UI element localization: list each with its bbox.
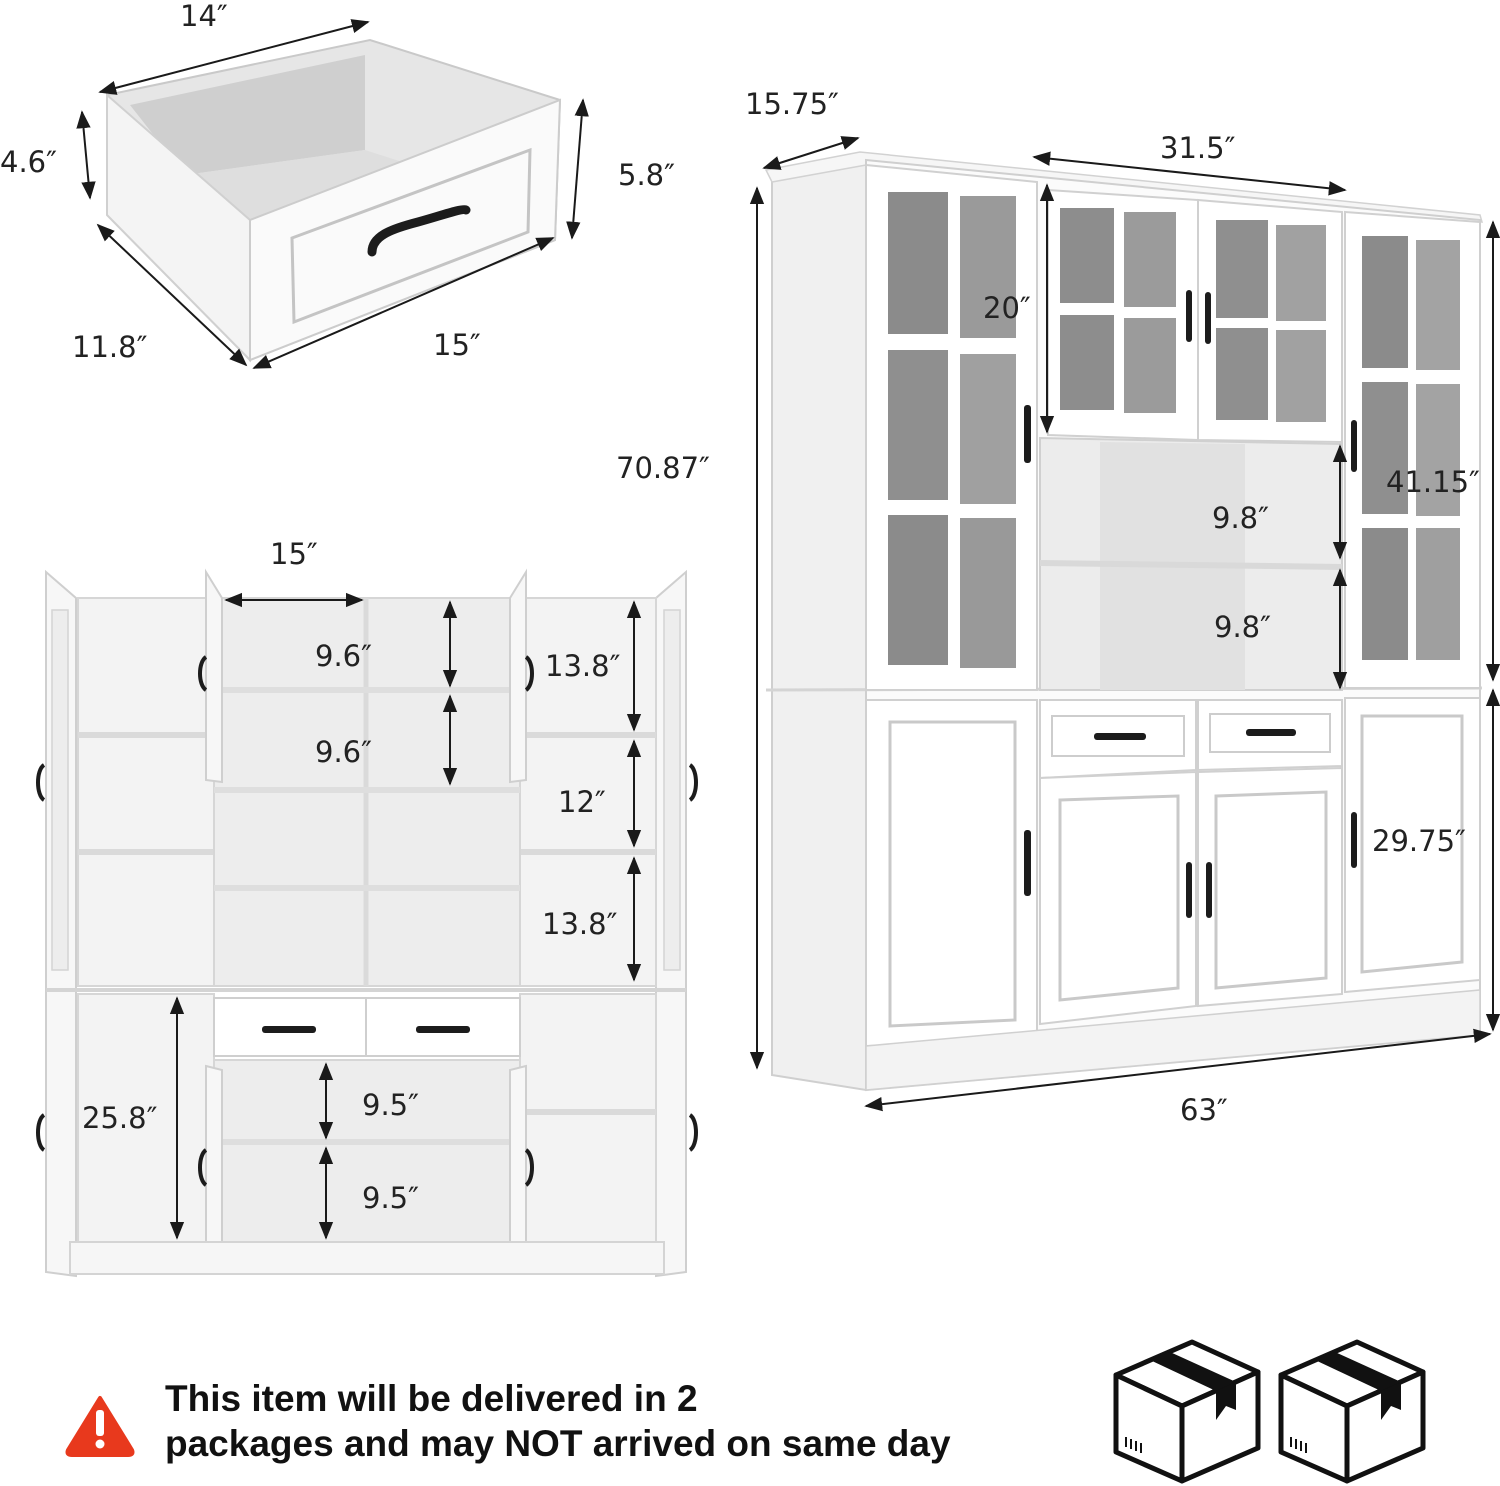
delivery-notice-line-1: This item will be delivered in 2 bbox=[165, 1378, 698, 1419]
lower-middle-2-label: 9.5″ bbox=[362, 1181, 419, 1215]
drawer-front-height-label: 5.8″ bbox=[618, 158, 675, 192]
middle-shelf-2-label: 9.6″ bbox=[315, 735, 372, 769]
cabinet-total-height-label: 70.87″ bbox=[616, 451, 710, 485]
package-box-icon bbox=[1278, 1339, 1426, 1484]
lower-section-height-label: 29.75″ bbox=[1372, 824, 1466, 858]
upper-section-height-label: 41.15″ bbox=[1386, 465, 1480, 499]
lower-side-height-label: 25.8″ bbox=[82, 1101, 158, 1135]
cabinet-front-illustration bbox=[749, 136, 1500, 1112]
open-middle-width-label: 15″ bbox=[270, 537, 318, 571]
upper-door-height-label: 20″ bbox=[983, 291, 1031, 325]
drawer-illustration bbox=[76, 19, 589, 369]
delivery-notice-line-2: packages and may NOT arrived on same day bbox=[165, 1423, 951, 1464]
cabinet-open-illustration bbox=[36, 568, 698, 1278]
delivery-notice: This item will be delivered in 2 package… bbox=[165, 1376, 1065, 1466]
open-shelf-lower-label: 9.8″ bbox=[1214, 610, 1271, 644]
open-shelf-upper-label: 9.8″ bbox=[1212, 501, 1269, 535]
drawer-side-depth-label: 11.8″ bbox=[72, 330, 148, 364]
lower-middle-1-label: 9.5″ bbox=[362, 1088, 419, 1122]
drawer-depth-label: 14″ bbox=[180, 0, 228, 33]
cabinet-total-width-label: 63″ bbox=[1180, 1093, 1228, 1127]
cabinet-top-width-label: 31.5″ bbox=[1160, 131, 1236, 165]
package-box-icon bbox=[1113, 1339, 1261, 1484]
side-shelf-1-label: 13.8″ bbox=[545, 649, 621, 683]
side-shelf-2-label: 12″ bbox=[558, 785, 606, 819]
warning-icon bbox=[65, 1396, 135, 1457]
cabinet-depth-label: 15.75″ bbox=[745, 87, 839, 121]
drawer-front-width-label: 15″ bbox=[433, 328, 481, 362]
middle-shelf-1-label: 9.6″ bbox=[315, 639, 372, 673]
drawer-inner-height-label: 4.6″ bbox=[0, 145, 57, 179]
side-shelf-3-label: 13.8″ bbox=[542, 907, 618, 941]
